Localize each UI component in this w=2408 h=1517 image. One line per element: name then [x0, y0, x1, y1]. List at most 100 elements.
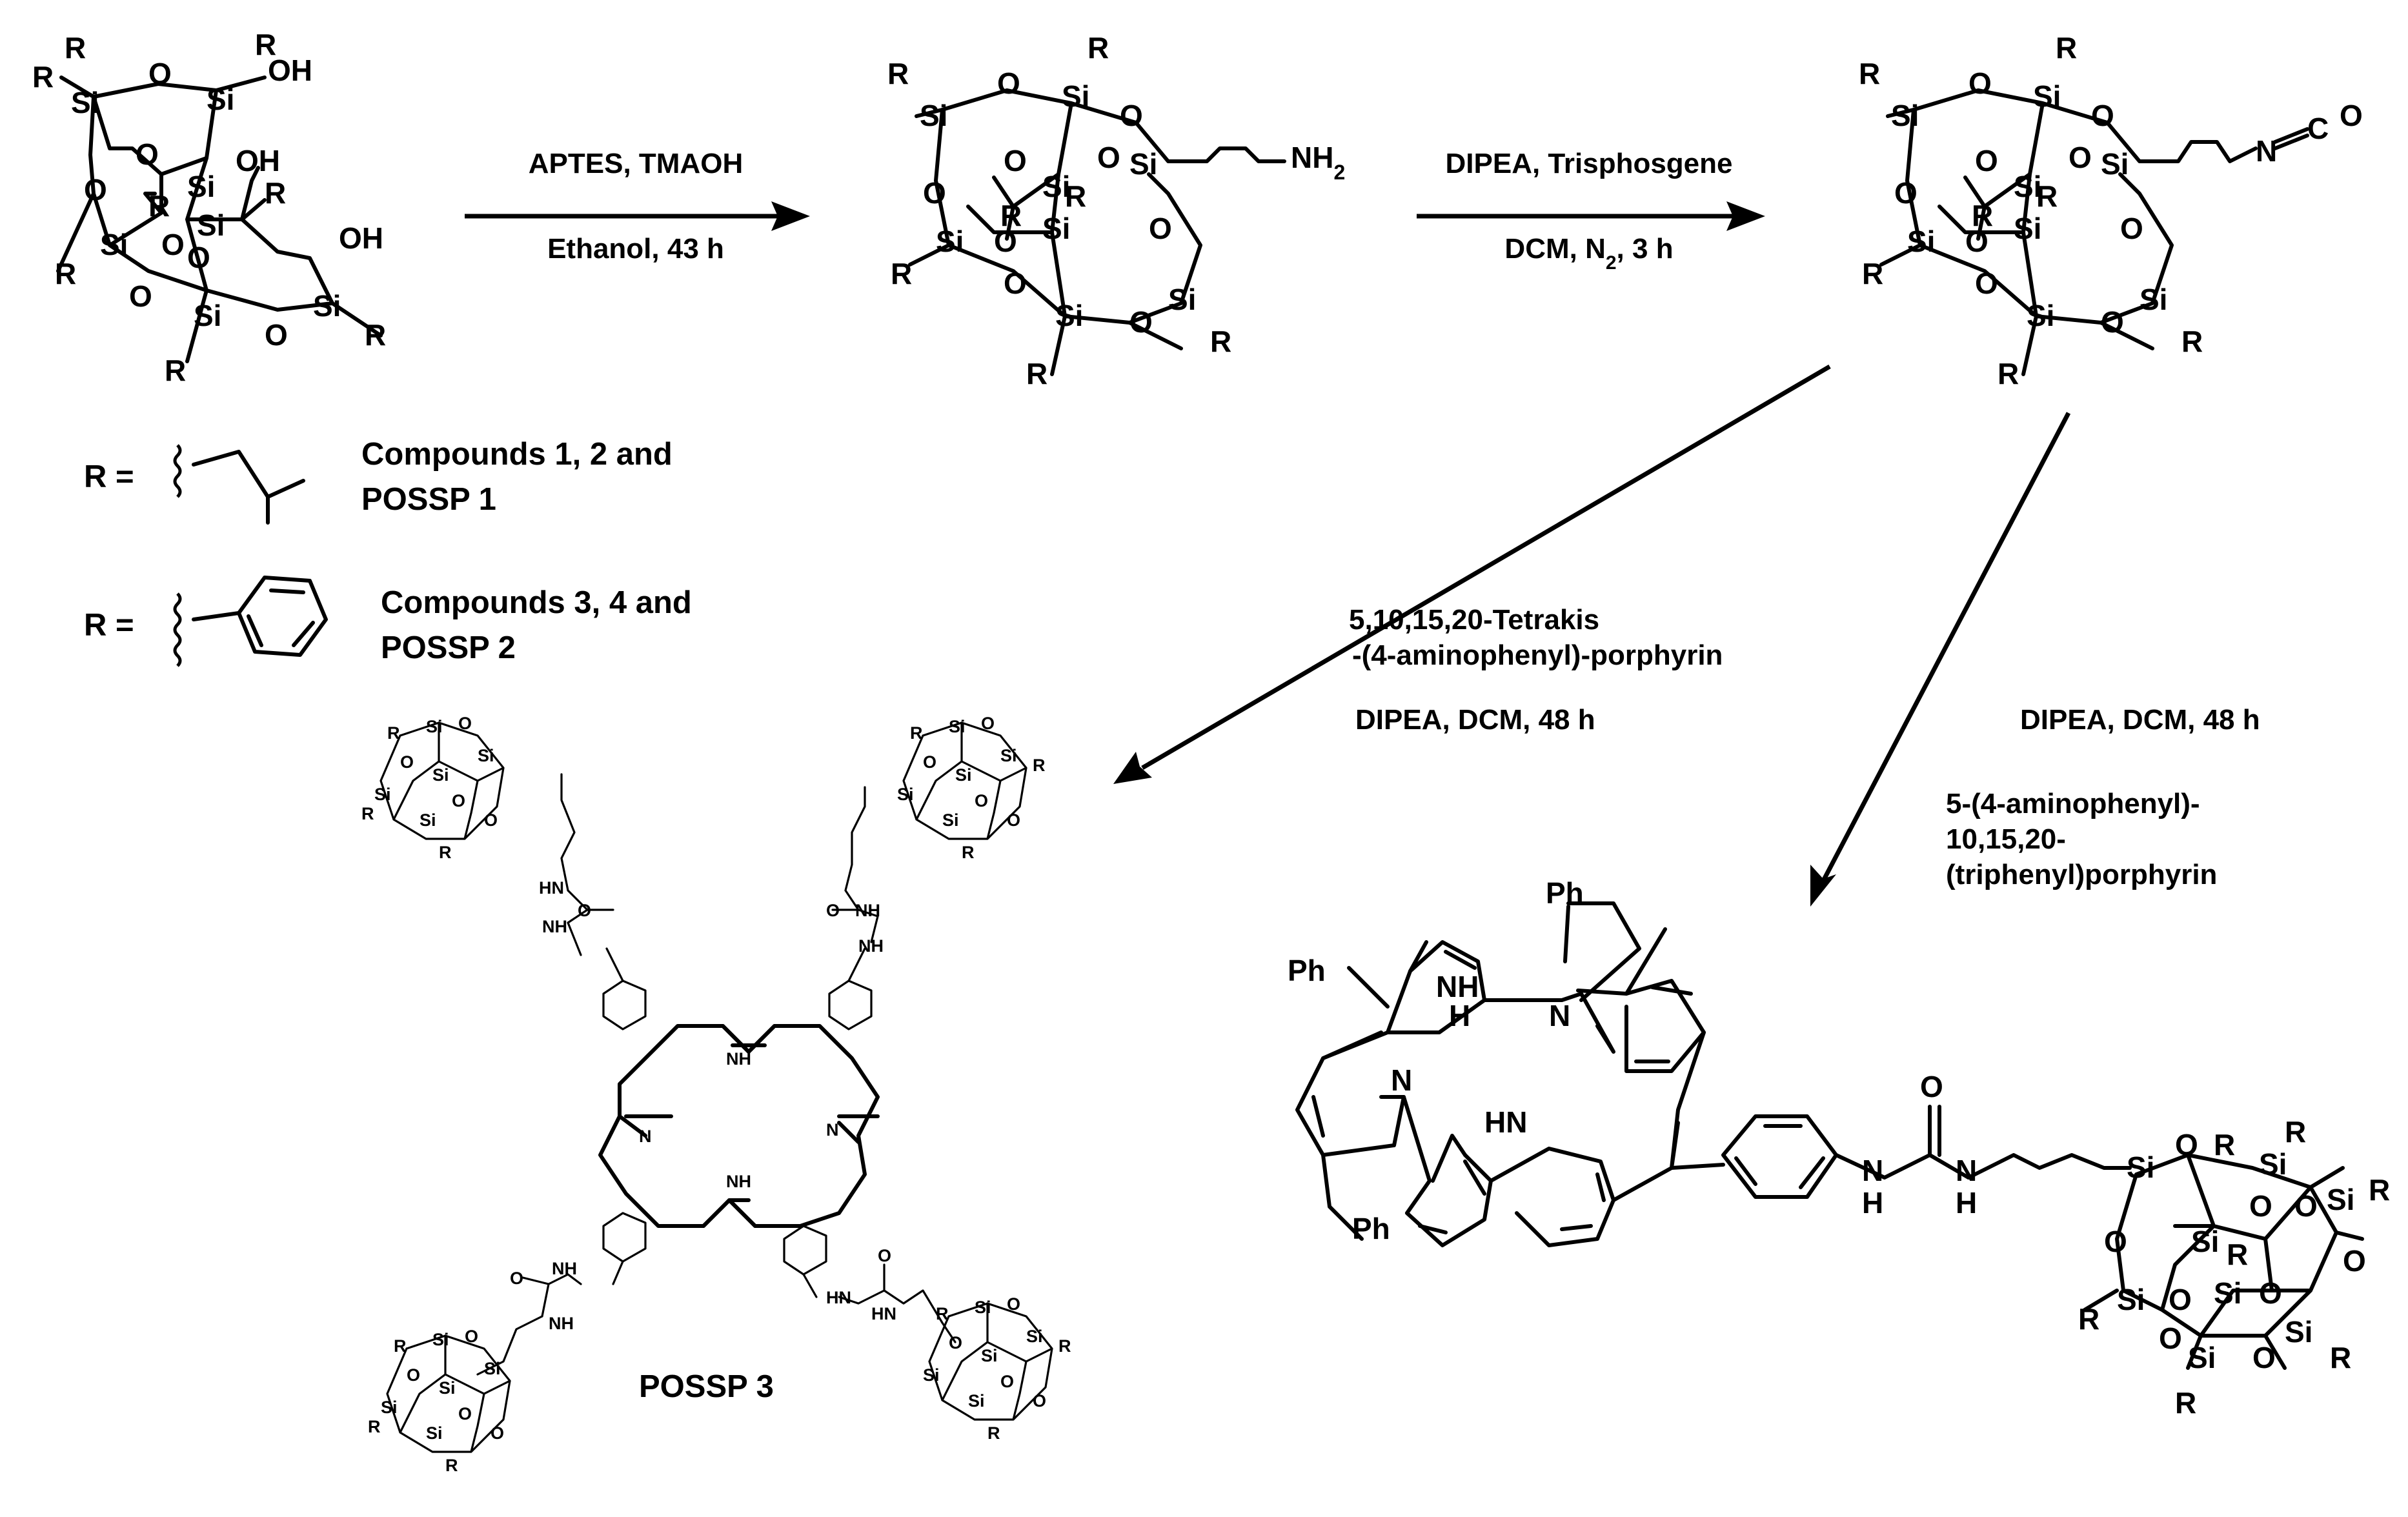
svg-text:O: O	[1120, 99, 1143, 132]
svg-text:H: H	[1449, 999, 1470, 1032]
svg-text:O: O	[1004, 144, 1027, 177]
svg-text:Si: Si	[420, 810, 436, 830]
svg-text:R: R	[1000, 199, 1022, 232]
svg-text:N: N	[2256, 134, 2277, 168]
svg-text:O: O	[2169, 1283, 2192, 1316]
svg-text:NH: NH	[1436, 970, 1479, 1003]
svg-text:Si: Si	[1891, 99, 1919, 132]
svg-text:Si: Si	[2027, 299, 2054, 332]
step2-reagents: DIPEA, Trisphosgene	[1446, 148, 1733, 179]
svg-text:Si: Si	[2188, 1341, 2216, 1374]
svg-text:O: O	[1965, 225, 1988, 258]
svg-text:O: O	[187, 241, 210, 274]
svg-text:HN: HN	[871, 1304, 896, 1323]
svg-text:O: O	[826, 901, 840, 920]
svg-text:O: O	[981, 714, 995, 733]
svg-text:NH: NH	[855, 901, 880, 920]
svg-text:O: O	[2249, 1189, 2272, 1223]
svg-text:N: N	[1956, 1154, 1977, 1187]
svg-text:Si: Si	[920, 99, 947, 132]
svg-text:O: O	[923, 176, 946, 210]
svg-text:O: O	[2343, 1244, 2366, 1278]
svg-text:R: R	[1862, 257, 1883, 290]
svg-text:Si: Si	[426, 717, 443, 736]
svg-text:Si: Si	[949, 717, 966, 736]
reaction-arrow-3: 5,10,15,20-Tetrakis -(4-aminophenyl)-por…	[1113, 364, 1831, 784]
svg-text:HN: HN	[539, 878, 564, 898]
svg-text:R: R	[165, 354, 186, 387]
svg-text:O: O	[975, 791, 988, 810]
svg-text:O: O	[265, 318, 288, 352]
svg-text:O: O	[1129, 305, 1153, 339]
svg-text:O: O	[458, 1404, 472, 1423]
svg-text:Si: Si	[432, 765, 449, 785]
svg-text:N: N	[826, 1120, 839, 1140]
svg-text:R: R	[2078, 1302, 2099, 1336]
svg-text:R: R	[936, 1304, 949, 1323]
svg-text:O: O	[997, 66, 1020, 100]
svg-text:Si: Si	[942, 810, 959, 830]
svg-text:Si: Si	[1907, 225, 1935, 258]
possp3-label: POSSP 3	[639, 1369, 774, 1404]
svg-text:Si: Si	[2285, 1315, 2312, 1349]
step4-reagent-line3: (triphenyl)porphyrin	[1946, 859, 2217, 890]
svg-text:R: R	[148, 189, 170, 223]
svg-text:Si: Si	[1055, 299, 1083, 332]
svg-text:Si: Si	[207, 83, 234, 116]
svg-text:H: H	[1862, 1186, 1883, 1220]
svg-text:Ph: Ph	[1352, 1212, 1390, 1245]
svg-text:N: N	[1391, 1063, 1412, 1097]
step4-reagent-line2: 10,15,20-	[1946, 823, 2066, 855]
svg-text:NH: NH	[858, 936, 884, 956]
step4-reagent-line1: 5-(4-aminophenyl)-	[1946, 788, 2200, 819]
step3-conditions: DIPEA, DCM, 48 h	[1355, 704, 1595, 736]
svg-text:Si: Si	[2127, 1150, 2154, 1184]
svg-text:O: O	[161, 228, 185, 261]
svg-text:Si: Si	[2014, 212, 2041, 245]
svg-text:Si: Si	[187, 170, 215, 203]
svg-text:O: O	[949, 1333, 962, 1352]
svg-text:Si: Si	[968, 1391, 985, 1411]
svg-text:R: R	[365, 318, 386, 352]
svg-text:O: O	[148, 57, 172, 90]
aminopropyl-poss: R Si O Si R O O Si O Si R R Si O Si O O …	[887, 31, 1345, 390]
svg-text:O: O	[400, 752, 414, 772]
svg-text:HN: HN	[826, 1288, 851, 1307]
svg-text:Si: Si	[71, 86, 99, 119]
svg-text:O: O	[1000, 1372, 1014, 1391]
svg-text:R: R	[2056, 31, 2077, 65]
svg-text:NH2: NH2	[1291, 141, 1345, 184]
svg-text:Si: Si	[197, 208, 225, 242]
svg-text:O: O	[452, 791, 465, 810]
svg-text:R: R	[2175, 1386, 2196, 1420]
svg-text:R: R	[962, 843, 975, 862]
svg-text:R: R	[65, 31, 86, 65]
svg-text:O: O	[878, 1246, 891, 1265]
svg-text:R: R	[1065, 179, 1086, 213]
svg-text:O: O	[2091, 99, 2114, 132]
svg-text:R: R	[1859, 57, 1880, 90]
svg-text:R: R	[891, 257, 912, 290]
svg-text:R: R	[1972, 199, 1993, 232]
svg-text:N: N	[1549, 999, 1570, 1032]
svg-text:O: O	[491, 1423, 504, 1443]
svg-text:OH: OH	[339, 221, 383, 255]
svg-text:OH: OH	[236, 144, 280, 177]
svg-text:OH: OH	[268, 54, 312, 87]
svg-text:H: H	[1956, 1186, 1977, 1220]
isobutyl-group-icon	[192, 450, 305, 525]
svg-text:Si: Si	[313, 289, 341, 323]
svg-text:NH: NH	[726, 1172, 751, 1191]
possp3-tetra-poss-porphyrin: NH NH N N NH O HN NH O NH NH O NH HN O H…	[361, 714, 1071, 1475]
svg-text:R: R	[2285, 1115, 2306, 1149]
svg-text:R: R	[910, 723, 923, 743]
svg-text:R: R	[1058, 1336, 1071, 1356]
svg-text:O: O	[458, 714, 472, 733]
svg-text:O: O	[1975, 144, 1998, 177]
svg-text:O: O	[2120, 212, 2143, 245]
svg-text:R: R	[2369, 1173, 2390, 1207]
svg-text:Compounds 3, 4 and: Compounds 3, 4 and	[381, 585, 692, 620]
